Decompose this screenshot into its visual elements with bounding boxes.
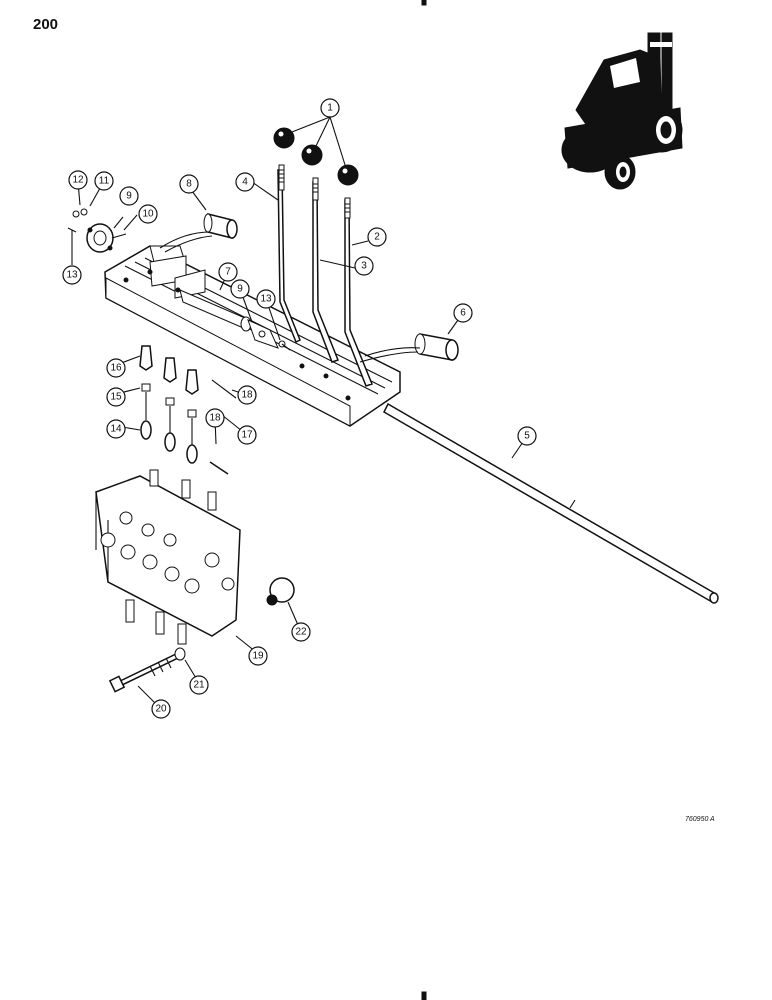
- page-mark-top: [421, 0, 427, 6]
- alignment-line: [359, 351, 419, 363]
- svg-text:14: 14: [110, 424, 122, 435]
- control-lever-frame: [104, 245, 401, 427]
- svg-text:19: 19: [252, 651, 264, 662]
- page-mark-bottom: [421, 991, 427, 1000]
- cotter-pin: [281, 343, 291, 351]
- svg-text:18: 18: [209, 413, 221, 424]
- callout-15: 15: [106, 387, 126, 407]
- spacer-sleeve-left: [203, 213, 238, 239]
- svg-text:11: 11: [99, 176, 110, 187]
- svg-text:15: 15: [110, 392, 122, 403]
- svg-text:1: 1: [327, 103, 333, 114]
- alignment-line: [364, 347, 421, 357]
- callout-13: 13: [62, 265, 82, 285]
- svg-text:2: 2: [374, 232, 380, 243]
- cap-screw: [111, 233, 127, 239]
- svg-text:3: 3: [361, 261, 367, 272]
- callout-10: 10: [138, 204, 158, 224]
- callout-21: 21: [189, 675, 209, 695]
- callout-1: 1: [320, 98, 340, 118]
- nut: [72, 210, 80, 218]
- callout-12: 12: [68, 170, 88, 190]
- pivot-shaft: [383, 402, 719, 604]
- svg-text:9: 9: [237, 284, 243, 295]
- lock-washer: [80, 208, 88, 216]
- callout-18-second: 18: [205, 408, 225, 428]
- clevis-linkage: [139, 345, 199, 464]
- page-number: 200: [33, 16, 59, 33]
- mounting-flange: [86, 223, 114, 253]
- alignment-line: [164, 235, 213, 253]
- forklift-icon: [561, 32, 683, 190]
- alignment-line: [159, 231, 211, 249]
- callout-2: 2: [367, 227, 387, 247]
- control-valve-body: [95, 469, 241, 645]
- callout-9-second: 9: [230, 279, 250, 299]
- callout-17: 17: [237, 425, 257, 445]
- control-levers: [277, 164, 373, 387]
- callout-8: 8: [179, 174, 199, 194]
- callout-14: 14: [106, 419, 126, 439]
- svg-text:4: 4: [242, 177, 248, 188]
- lever-knobs: [273, 127, 359, 186]
- callout-16: 16: [106, 358, 126, 378]
- svg-text:13: 13: [66, 270, 78, 281]
- leader-lines: [71, 116, 528, 710]
- svg-text:5: 5: [524, 431, 530, 442]
- svg-text:17: 17: [241, 430, 253, 441]
- svg-text:8: 8: [186, 179, 192, 190]
- callout-9: 9: [119, 186, 139, 206]
- spacer-sleeve-right: [414, 333, 459, 361]
- callout-18: 18: [237, 385, 257, 405]
- mounting-bolt: [108, 653, 180, 693]
- svg-text:20: 20: [155, 704, 167, 715]
- washer: [174, 647, 186, 661]
- clevis-pin: [211, 379, 237, 399]
- callout-22: 22: [291, 622, 311, 642]
- callout-13-second: 13: [256, 289, 276, 309]
- callout-5: 5: [517, 426, 537, 446]
- figure-reference: 760950 A: [685, 816, 715, 823]
- svg-text:22: 22: [295, 627, 307, 638]
- svg-text:13: 13: [260, 294, 272, 305]
- callout-19: 19: [248, 646, 268, 666]
- valve-plug: [266, 577, 295, 606]
- callout-6: 6: [453, 303, 473, 323]
- svg-text:7: 7: [225, 267, 231, 278]
- callout-20: 20: [151, 699, 171, 719]
- callout-11: 11: [94, 171, 114, 191]
- callout-7: 7: [218, 262, 238, 282]
- callout-4: 4: [235, 172, 255, 192]
- svg-text:6: 6: [460, 308, 466, 319]
- svg-text:18: 18: [241, 390, 253, 401]
- svg-text:16: 16: [110, 363, 122, 374]
- callout-3: 3: [354, 256, 374, 276]
- svg-text:10: 10: [142, 209, 154, 220]
- svg-text:12: 12: [72, 175, 84, 186]
- svg-text:9: 9: [126, 191, 132, 202]
- clevis-pin: [209, 461, 229, 475]
- svg-text:21: 21: [193, 680, 205, 691]
